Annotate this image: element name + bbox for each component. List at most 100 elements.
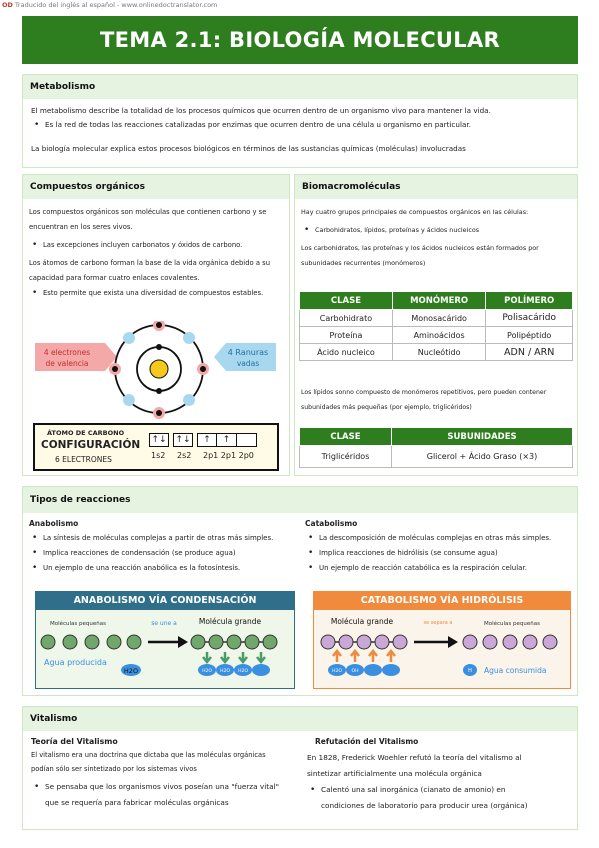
vitalism-refutation-title: Refutación del Vitalismo: [315, 737, 419, 746]
small-molecules-label: Moléculas pequeñas: [484, 620, 540, 627]
water-consumed-label: Agua consumida: [484, 666, 547, 675]
section-compuestos: Compuestos orgánicos Los compuestos orgá…: [22, 174, 290, 476]
bullet-item: Implica reacciones de hidrólisis (se con…: [305, 546, 575, 561]
table-header: POLÍMERO: [485, 291, 573, 310]
big-molecule-label: Molécula grande: [331, 617, 394, 626]
table-header: SUBUNIDADES: [391, 427, 573, 446]
water-molecule-label: H2O: [220, 668, 230, 674]
hydrogen-label: H: [468, 668, 472, 674]
valence-electrons-arrow: [35, 343, 117, 371]
subunit-table: CLASE SUBUNIDADES Triglicéridos Glicerol…: [299, 427, 573, 468]
electron-configuration-box: ÁTOMO DE CARBONO CONFIGURACIÓN 6 ELECTRO…: [33, 423, 279, 471]
paragraph: Los átomos de carbono forman la base de …: [29, 259, 271, 267]
splits-label: se separa a: [424, 620, 453, 626]
orbital-2p-a: ↑: [197, 433, 217, 447]
water-molecule-label: H2O: [332, 668, 342, 674]
orbital-2s-label: 2s2: [177, 451, 192, 460]
bullet-item: Implica reacciones de condensación (se p…: [29, 546, 299, 561]
water-molecule-label: H2O: [238, 668, 248, 674]
paragraph: El metabolismo describe la totalidad de …: [31, 106, 491, 115]
empty-slots-arrow: [214, 343, 276, 371]
paragraph: La biología molecular explica estos proc…: [31, 144, 466, 153]
bullet-item: La síntesis de moléculas complejas a par…: [29, 531, 299, 546]
bullet-item: Esto permite que exista una diversidad d…: [29, 286, 283, 300]
electron-count: 6 ELECTRONES: [55, 455, 112, 464]
orbital-boxes: ↑↓ ↑↓ ↑ ↑: [149, 433, 257, 447]
section-heading: Metabolismo: [23, 75, 577, 99]
table-row: Carbohidrato Monosacárido Polisacárido: [299, 309, 573, 327]
section-heading: Tipos de reacciones: [23, 487, 577, 513]
table-header: CLASE: [299, 291, 393, 310]
table-row: Triglicéridos Glicerol + Ácido Graso (×3…: [299, 445, 573, 468]
orbital-2p-b: ↑: [217, 433, 237, 447]
right-label-line-1: 4 Ranuras: [228, 348, 268, 357]
carbon-atom-diagram: 4 electrones de valencia 4 Ranuras vadas: [35, 321, 276, 419]
anabolism-title: Anabolismo: [29, 519, 79, 528]
orbital-1s-label: 1s2: [151, 451, 166, 460]
paragraph: El vitalismo era una doctrina que dictab…: [31, 751, 266, 759]
joins-label: se une a: [151, 620, 177, 627]
section-heading: Biomacromoléculas: [295, 175, 577, 199]
right-label-line-2: vadas: [237, 359, 259, 368]
table-cell: Nucleótido: [391, 343, 487, 361]
section-reacciones: Tipos de reacciones Anabolismo La síntes…: [22, 486, 578, 696]
paragraph: subunidades más pequeñas (por ejemplo, t…: [301, 404, 472, 411]
table-cell: Ácido nucleico: [299, 343, 393, 361]
bullet-item: Se pensaba que los organismos vivos pose…: [31, 779, 299, 795]
table-cell: Polisacárido: [485, 309, 573, 327]
bullet-item: Carbohidratos, lípidos, proteínas y ácid…: [301, 223, 571, 237]
paragraph: podían sólo ser sintetizado por los sist…: [31, 765, 197, 773]
paragraph: Los lípidos sonno compuesto de monómeros…: [301, 389, 547, 396]
left-label-line-1: 4 electrones: [44, 348, 90, 357]
section-heading: Vitalismo: [23, 707, 577, 731]
translator-logo: OD: [2, 1, 13, 9]
paragraph: Los compuestos orgánicos son moléculas q…: [29, 208, 267, 216]
catabolism-diagram: CATABOLISMO VÍA HIDRÓLISIS Molécula gran…: [313, 591, 571, 689]
table-cell: ADN / ARN: [485, 343, 573, 361]
catabolism-title: Catabolismo: [305, 519, 358, 528]
water-molecule-label: H2O: [202, 668, 212, 674]
table-cell: Polipéptido: [485, 326, 573, 344]
bullet-item: Las excepciones incluyen carbonatos y óx…: [29, 238, 283, 252]
anabolism-diagram: ANABOLISMO VÍA CONDENSACIÓN Moléculas pe…: [35, 591, 295, 689]
section-metabolismo: Metabolismo El metabolismo describe la t…: [22, 74, 578, 168]
table-row: Ácido nucleico Nucleótido ADN / ARN: [299, 343, 573, 361]
bullet-item-continuation: que se requería para fabricar moléculas …: [45, 798, 229, 807]
paragraph: subunidades recurrentes (monómeros): [301, 259, 426, 267]
small-molecules-label: Moléculas pequeñas: [50, 620, 106, 627]
table-row: Proteína Aminoácidos Polipéptido: [299, 326, 573, 344]
section-biomacromoleculas: Biomacromoléculas Hay cuatro grupos prin…: [294, 174, 578, 476]
anabolism-diagram-title: ANABOLISMO VÍA CONDENSACIÓN: [36, 592, 294, 610]
table-cell: Monosacárido: [391, 309, 487, 327]
table-header: MONÓMERO: [391, 291, 487, 310]
table-cell: Aminoácidos: [391, 326, 487, 344]
bullet-item: Un ejemplo de una reacción anabólica es …: [29, 561, 299, 576]
catabolism-graphic: Molécula grande se separa a Moléculas pe…: [320, 617, 558, 676]
arrow-right-icon: [178, 636, 188, 648]
orbital-2p-c: [237, 433, 257, 447]
bullet-item-continuation: condiciones de laboratorio para producir…: [321, 801, 528, 810]
bullet-item: La descomposición de moléculas complejas…: [305, 531, 575, 546]
bullet-item: Calentó una sal inorgánica (cianato de a…: [307, 782, 573, 798]
big-molecule-label: Molécula grande: [199, 617, 262, 626]
vitalism-theory-title: Teoría del Vitalismo: [31, 737, 118, 746]
page-title: TEMA 2.1: BIOLOGÍA MOLECULAR: [22, 16, 578, 64]
atom-title: ÁTOMO DE CARBONO: [47, 429, 125, 437]
paragraph: capacidad para formar cuatro enlaces cov…: [29, 274, 200, 282]
table-cell: Carbohidrato: [299, 309, 393, 327]
water-molecule-label: H2O: [124, 667, 138, 675]
bullet-item: Es la red de todas las reacciones catali…: [31, 118, 569, 132]
paragraph: sintetizar artificialmente una molécula …: [307, 769, 482, 778]
table-cell: Triglicéridos: [299, 445, 392, 468]
table-cell: Proteína: [299, 326, 393, 344]
paragraph: Los carbohidratos, las proteínas y los á…: [301, 244, 539, 252]
paragraph: encuentran en los seres vivos.: [29, 223, 133, 231]
bullet-item: Un ejemplo de reacción catabólica es la …: [305, 561, 575, 576]
nucleus: [149, 359, 169, 379]
catabolism-diagram-title: CATABOLISMO VÍA HIDRÓLISIS: [314, 592, 570, 610]
hydroxyl-label: OH: [352, 668, 359, 674]
table-cell: Glicerol + Ácido Graso (×3): [391, 445, 573, 468]
paragraph: En 1828, Frederick Woehler refutó la teo…: [307, 753, 522, 762]
orbital-2p-label: 2p1 2p1 2p0: [203, 451, 254, 460]
